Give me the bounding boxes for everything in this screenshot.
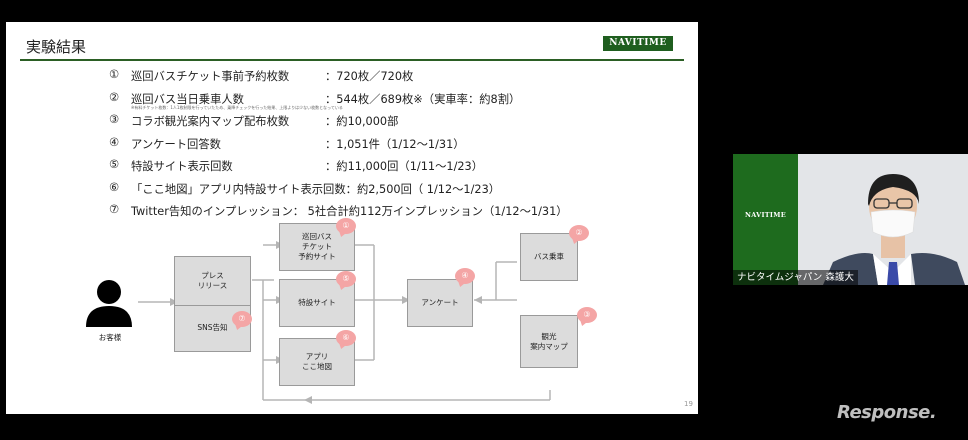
person-icon <box>86 280 132 327</box>
item-number: ④ <box>109 135 120 149</box>
item-label: アンケート回答数 <box>131 137 221 151</box>
speaker-video-tile[interactable]: NAVITIME ナビタイムジャパン 森護大 <box>733 154 968 285</box>
bubble-6: ⑥ <box>336 330 356 346</box>
item-label: 巡回バス当日乗車人数 <box>131 92 244 106</box>
box-divider <box>175 305 250 306</box>
item-footnote: ※有料チケット枚数：1人1枚制限を行っていたため、乗降チェックを行った結果、上限… <box>131 104 343 110</box>
customer-label: お客様 <box>98 333 122 342</box>
bubble-3: ③ <box>577 307 597 323</box>
flow-diagram: プレス リリース SNS告知 巡回バス チケット 予約サイト 特設サイト アプリ… <box>6 22 698 414</box>
item-label: コラボ観光案内マップ配布枚数 <box>131 115 290 128</box>
item-label: Twitter告知のインプレッション： 5社合計約112万インプレッション（1/… <box>131 205 568 218</box>
item-number: ② <box>109 90 120 104</box>
item-value: ：約10,000部 <box>325 115 399 128</box>
title-divider <box>20 59 684 61</box>
item-number: ③ <box>109 113 120 126</box>
bubble-2: ② <box>569 225 589 241</box>
item-number: ① <box>109 68 120 81</box>
bubble-4: ④ <box>455 268 475 284</box>
navitime-logo: NAVITIME <box>603 36 673 51</box>
press-release-label: プレス リリース <box>197 271 228 290</box>
bubble-1: ① <box>336 218 356 234</box>
press-sns-box: プレス リリース SNS告知 <box>174 256 251 352</box>
bubble-7: ⑦ <box>232 311 252 327</box>
bubble-5: ⑤ <box>336 271 356 287</box>
tourist-map-box: 観光 案内マップ <box>520 315 578 368</box>
item-number: ⑦ <box>109 203 120 216</box>
presentation-slide: 実験結果 NAVITIME ① 巡回バスチケット事前予約枚数 ：720枚／720… <box>6 22 698 414</box>
slide-title: 実験結果 <box>26 38 87 56</box>
item-label: 「ここ地図」アプリ内特設サイト表示回数：約2,500回（ 1/12～1/23） <box>131 182 501 196</box>
item-value: ：720枚／720枚 <box>325 70 414 83</box>
item-value: ：1,051件（1/12～1/31） <box>325 137 465 151</box>
item-number: ⑥ <box>109 180 120 194</box>
speaker-avatar <box>798 154 968 285</box>
item-number: ⑤ <box>109 158 120 171</box>
sns-label: SNS告知 <box>197 323 228 332</box>
item-label: 巡回バスチケット事前予約枚数 <box>131 70 290 83</box>
item-label: 特設サイト表示回数 <box>131 160 233 173</box>
page-number: 19 <box>684 400 693 408</box>
bus-ride-box: バス乗車 <box>520 233 578 281</box>
item-value: ：544枚／689枚※（実車率：約8割） <box>325 92 521 106</box>
video-navitime-logo: NAVITIME <box>744 211 787 219</box>
speaker-name-tag: ナビタイムジャパン 森護大 <box>733 270 858 285</box>
item-value: ：約11,000回（1/11～1/23） <box>325 160 484 173</box>
response-watermark: Response. <box>837 402 937 423</box>
green-backdrop <box>733 154 798 285</box>
